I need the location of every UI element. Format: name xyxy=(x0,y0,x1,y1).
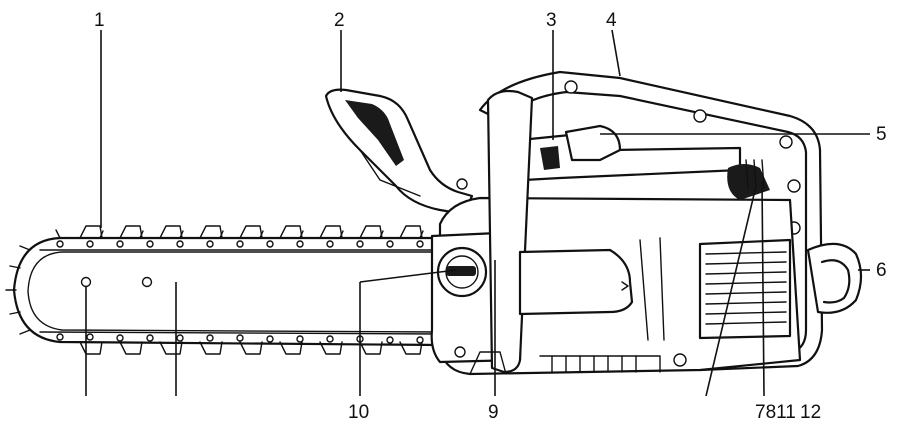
callout-4: 4 xyxy=(606,10,617,31)
chain-links-bottom xyxy=(39,331,441,344)
callout-12: 12 xyxy=(800,402,821,423)
image-code: 7811 xyxy=(755,402,796,423)
bar-hole-front xyxy=(80,276,92,288)
bar-hole-rear xyxy=(141,276,153,288)
callout-10: 10 xyxy=(348,402,369,423)
leader-lines xyxy=(85,29,870,397)
saw-body xyxy=(430,70,824,376)
chain-teeth-bottom xyxy=(79,341,423,355)
air-vents xyxy=(698,238,792,340)
callout-9: 9 xyxy=(488,402,499,423)
strap-loop xyxy=(806,242,863,314)
callout-numbers: 1 2 3 4 5 6 9 10 7811 12 xyxy=(94,10,887,423)
chain-links-top xyxy=(39,240,441,251)
guide-bar xyxy=(5,225,442,355)
callout-1: 1 xyxy=(94,10,105,31)
trigger-lockout xyxy=(540,146,560,170)
callout-2: 2 xyxy=(334,10,345,31)
chain-teeth-top xyxy=(55,225,424,239)
callout-3: 3 xyxy=(546,10,557,31)
trigger-switch xyxy=(564,124,622,162)
callout-6: 6 xyxy=(876,260,887,281)
front-hand-guard xyxy=(324,88,474,216)
callout-5: 5 xyxy=(876,124,887,145)
